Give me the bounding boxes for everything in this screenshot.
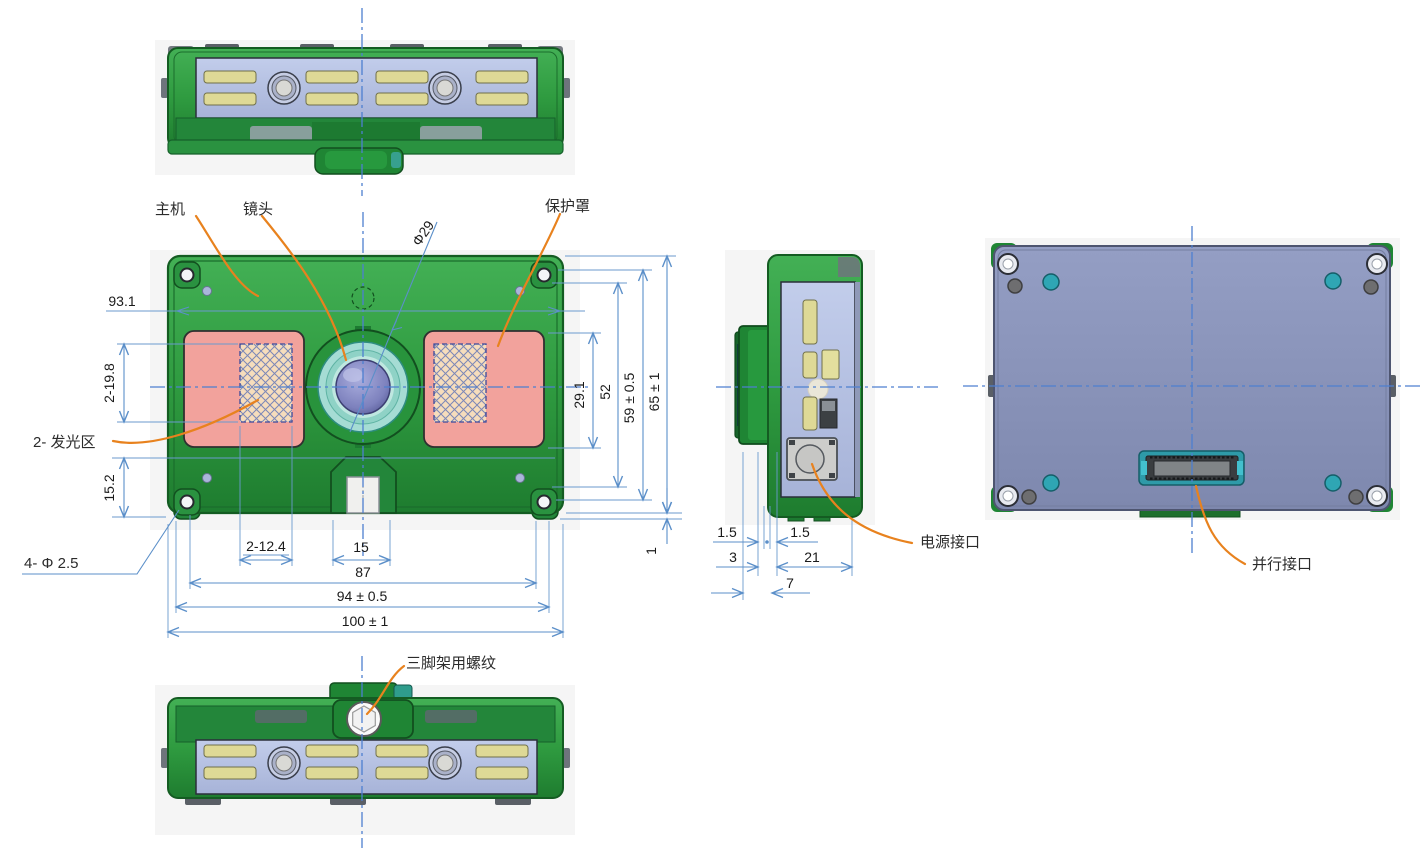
label-protective-cover: 保护罩 xyxy=(545,198,590,215)
dim-93-1: 93.1 xyxy=(108,293,135,309)
back-teal-holes xyxy=(1042,272,1342,492)
front-dimensions: 93.1 2-19.8 15.2 2-12.4 15 87 94 ± 0.5 1… xyxy=(22,221,682,638)
label-main-unit: 主机 xyxy=(155,201,185,218)
emitting-area-left xyxy=(239,343,293,423)
top-port-circles xyxy=(267,71,462,105)
side-ports xyxy=(802,299,840,431)
dim-65: 65 ± 1 xyxy=(646,372,662,411)
dim-15: 15 xyxy=(353,539,369,555)
centerlines xyxy=(150,8,1423,848)
front-corner-screws xyxy=(173,261,558,516)
callout-labels: 主机 镜头 Φ29 保护罩 2- 发光区 4- Φ 2.5 三脚架用螺纹 电源接… xyxy=(24,198,1312,672)
dim-1-5-left: 1.5 xyxy=(717,524,737,540)
side-view xyxy=(734,254,863,522)
bottom-view xyxy=(161,682,570,805)
top-vent-strips xyxy=(203,70,529,106)
label-tripod-thread: 三脚架用螺纹 xyxy=(406,655,496,672)
top-view xyxy=(161,44,570,175)
label-corner-holes: 4- Φ 2.5 xyxy=(24,555,79,572)
bottom-vent-strips xyxy=(203,744,529,780)
dim-2-19-8: 2-19.8 xyxy=(101,363,117,403)
dim-3: 3 xyxy=(729,549,737,565)
label-lens: 镜头 xyxy=(243,200,273,218)
dim-100: 100 ± 1 xyxy=(342,613,389,629)
back-gray-holes xyxy=(1007,278,1379,505)
back-corner-screws xyxy=(997,253,1388,507)
dim-7: 7 xyxy=(786,575,794,591)
dim-29-1: 29.1 xyxy=(571,381,587,408)
dim-52: 52 xyxy=(597,384,613,400)
dim-15-2: 15.2 xyxy=(101,474,117,501)
label-parallel-port: 并行接口 xyxy=(1252,556,1312,573)
dim-87: 87 xyxy=(355,564,371,580)
power-connector xyxy=(786,437,838,481)
callout-leaders xyxy=(111,212,1247,716)
bottom-port-circles xyxy=(267,746,462,780)
corner-holes-leader xyxy=(22,509,180,575)
dim-1-5-right: 1.5 xyxy=(790,524,810,540)
top-heatsink-panel xyxy=(195,57,538,119)
emitting-area-right xyxy=(433,343,487,423)
label-emitting-area: 2- 发光区 xyxy=(33,434,96,451)
dim-94: 94 ± 0.5 xyxy=(337,588,388,604)
dim-2-12-4: 2-12.4 xyxy=(246,538,286,554)
dim-1: 1 xyxy=(643,547,659,555)
label-power-port: 电源接口 xyxy=(920,534,980,551)
dim-21: 21 xyxy=(804,549,820,565)
dim-59: 59 ± 0.5 xyxy=(621,373,637,424)
side-dimensions: 1.5 1.5 3 21 7 xyxy=(711,452,852,600)
